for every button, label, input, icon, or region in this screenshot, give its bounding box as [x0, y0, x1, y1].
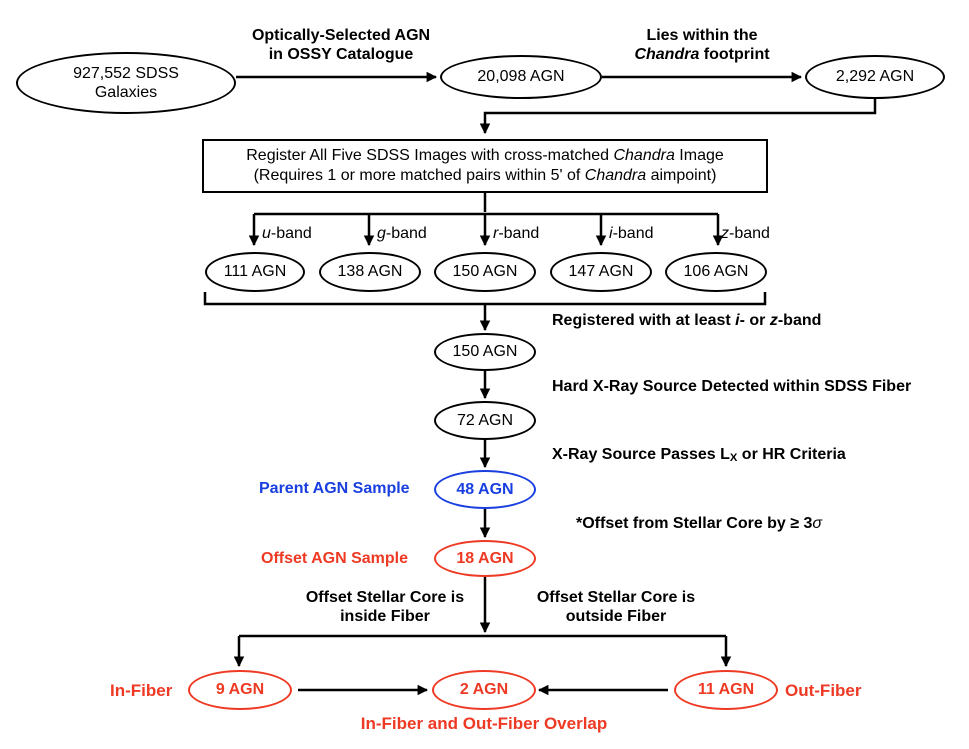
node-20098-agn: 20,098 AGN: [440, 55, 602, 99]
node-g-band-138: 138 AGN: [319, 252, 421, 292]
node-hard-xray-72: 72 AGN: [434, 401, 536, 440]
label-hard-xray: Hard X-Ray Source Detected within SDSS F…: [552, 378, 912, 395]
band-label-g: g-band: [377, 225, 427, 242]
label-parent-sample: Parent AGN Sample: [259, 480, 410, 497]
register-images-box: Register All Five SDSS Images with cross…: [202, 139, 768, 193]
node-u-band-111: 111 AGN: [205, 252, 305, 292]
node-out-fiber-11: 11 AGN: [674, 670, 778, 710]
node-registered-150: 150 AGN: [434, 333, 536, 371]
label-registered: Registered with at least i- or z-band: [552, 312, 822, 329]
node-r-band-150: 150 AGN: [434, 252, 536, 292]
node-2292-agn: 2,292 AGN: [805, 55, 945, 99]
label-criteria: X-Ray Source Passes LX or HR Criteria: [552, 446, 846, 465]
band-label-u: u-band: [262, 225, 312, 242]
band-bracket-bottom: [203, 292, 767, 306]
node-offset-18: 18 AGN: [434, 540, 536, 577]
label-in-fiber: In-Fiber: [110, 681, 173, 700]
band-label-r: r-band: [493, 225, 540, 242]
label-overlap: In-Fiber and Out-Fiber Overlap: [360, 714, 608, 733]
node-i-band-147: 147 AGN: [550, 252, 652, 292]
node-in-fiber-9: 9 AGN: [188, 670, 292, 710]
label-offset-note: *Offset from Stellar Core by ≥ 3σ: [576, 515, 823, 532]
connector-2292-to-register: [479, 97, 877, 135]
label-out-fiber: Out-Fiber: [785, 681, 862, 700]
band-label-i: i-band: [609, 225, 654, 242]
node-overlap-2: 2 AGN: [432, 670, 536, 710]
node-parent-48: 48 AGN: [434, 470, 536, 509]
node-z-band-106: 106 AGN: [665, 252, 767, 292]
band-label-z: z-band: [721, 225, 770, 242]
label-offset-sample: Offset AGN Sample: [261, 550, 408, 567]
